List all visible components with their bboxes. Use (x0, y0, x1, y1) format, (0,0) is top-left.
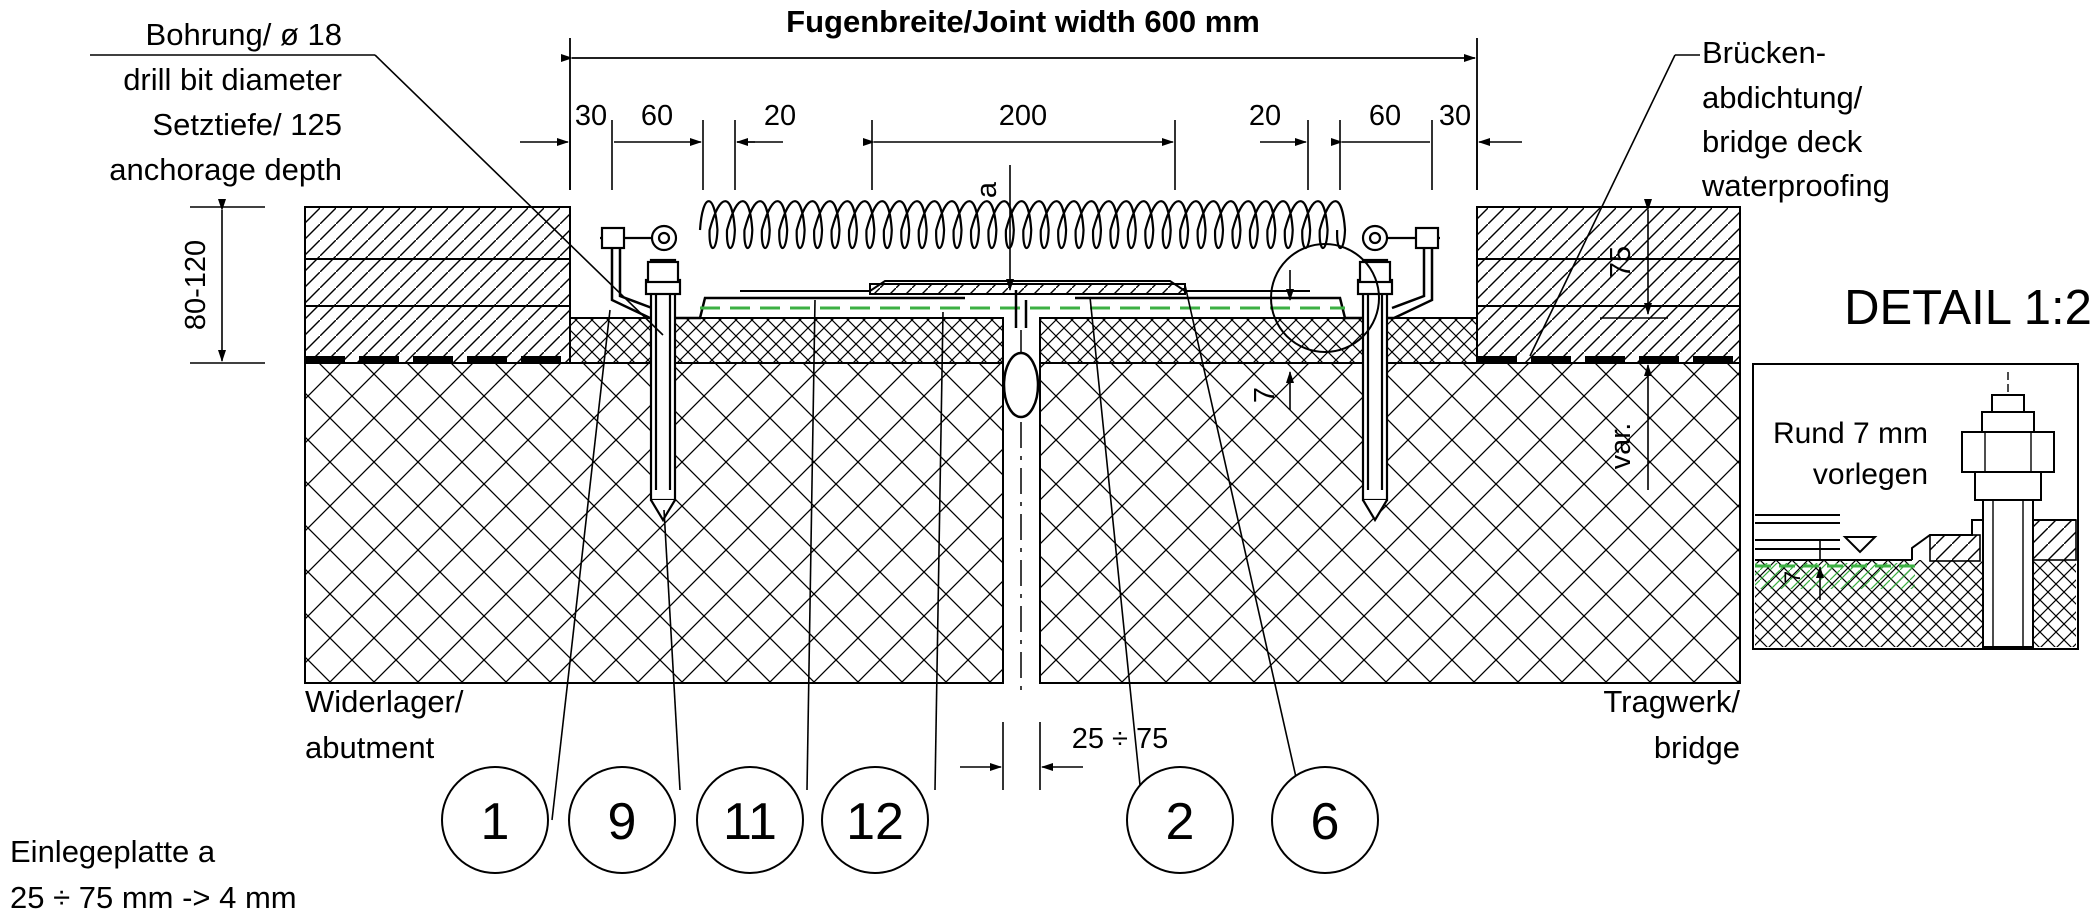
height-dimension (190, 199, 265, 364)
right-concrete-block (1039, 362, 1741, 684)
right-anchor-bolt (1356, 224, 1440, 523)
right-support-line2: bridge (1654, 730, 1740, 765)
centre-pin (1014, 290, 1028, 328)
sub-dimension-lines (520, 120, 1522, 190)
callout-label: 11 (723, 793, 777, 851)
dim-var: var. (1605, 423, 1637, 470)
waterproofing-note-line2: abdichtung/ (1702, 80, 1863, 115)
dim-80-120: 80-120 (180, 240, 212, 330)
callout-11: 11 (696, 766, 804, 874)
dim-20-right: 20 (1249, 100, 1281, 132)
insert-plate-line1: Einlegeplatte a (10, 834, 216, 869)
backer-rod (1002, 351, 1040, 419)
left-support-line1: Widerlager/ (305, 684, 464, 719)
callout-circle (1126, 766, 1234, 874)
drill-note-line2: drill bit diameter (123, 62, 342, 97)
left-asphalt-layers (304, 206, 571, 364)
dim-60-left: 60 (641, 100, 673, 132)
callout-circle (441, 766, 549, 874)
mortar-bed-right (1039, 317, 1478, 364)
cover-plate (740, 280, 1310, 295)
dim-30-right: 30 (1439, 100, 1471, 132)
dim-a: a (971, 181, 1003, 198)
callout-label: 1 (481, 793, 510, 851)
callout-2: 2 (1126, 766, 1234, 874)
joint-width-title: Fugenbreite/Joint width 600 mm (786, 4, 1260, 39)
mortar-bed-left (569, 317, 1004, 364)
callout-6: 6 (1271, 766, 1379, 874)
right-asphalt-layers (1476, 206, 1741, 364)
detail-title: DETAIL 1:2 (1844, 281, 2090, 335)
callout-label: 2 (1166, 793, 1195, 851)
dim-7: 7 (1249, 387, 1281, 403)
left-anchor-bolt (600, 224, 682, 523)
callout-label: 9 (608, 793, 637, 851)
dim-20-left: 20 (764, 100, 796, 132)
detail-note-line1: Rund 7 mm (1773, 417, 1928, 450)
waterproofing-note-line4: waterproofing (1701, 168, 1890, 203)
leader-lines (90, 54, 1700, 821)
callout-group: 1 9 11 12 2 6 (441, 766, 1379, 874)
drill-note-line1: Bohrung/ ø 18 (146, 17, 342, 52)
insert-plate-line2: 25 ÷ 75 mm -> 4 mm (10, 880, 297, 915)
callout-circle (696, 766, 804, 874)
callout-label: 12 (846, 793, 904, 851)
callout-circle (568, 766, 676, 874)
callout-circle (821, 766, 929, 874)
detail-box (1752, 363, 2079, 650)
dim-60-right: 60 (1369, 100, 1401, 132)
left-support-line2: abutment (305, 730, 435, 765)
waterproofing-note-line1: Brücken- (1702, 35, 1826, 70)
detail-dim-7: 7 (1780, 571, 1805, 583)
drill-note-line4: anchorage depth (109, 152, 342, 187)
callout-1: 1 (441, 766, 549, 874)
right-support-line1: Tragwerk/ (1603, 684, 1740, 719)
dim-200: 200 (999, 100, 1047, 132)
callout-circle (1271, 766, 1379, 874)
drill-note-line3: Setztiefe/ 125 (152, 107, 342, 142)
callout-9: 9 (568, 766, 676, 874)
right-vertical-dimensions (1600, 199, 1668, 490)
waterproofing-note-line3: bridge deck (1702, 124, 1863, 159)
gap-dimension (960, 722, 1083, 790)
detail-marker-circle (1270, 243, 1380, 353)
dim-gap: 25 ÷ 75 (1072, 723, 1169, 755)
dim-75: 75 (1605, 246, 1637, 278)
callout-12: 12 (821, 766, 929, 874)
dim-30-left: 30 (575, 100, 607, 132)
detail-note-line2: vorlegen (1813, 458, 1928, 491)
callout-label: 6 (1311, 793, 1340, 851)
expansion-spring (698, 200, 1347, 250)
